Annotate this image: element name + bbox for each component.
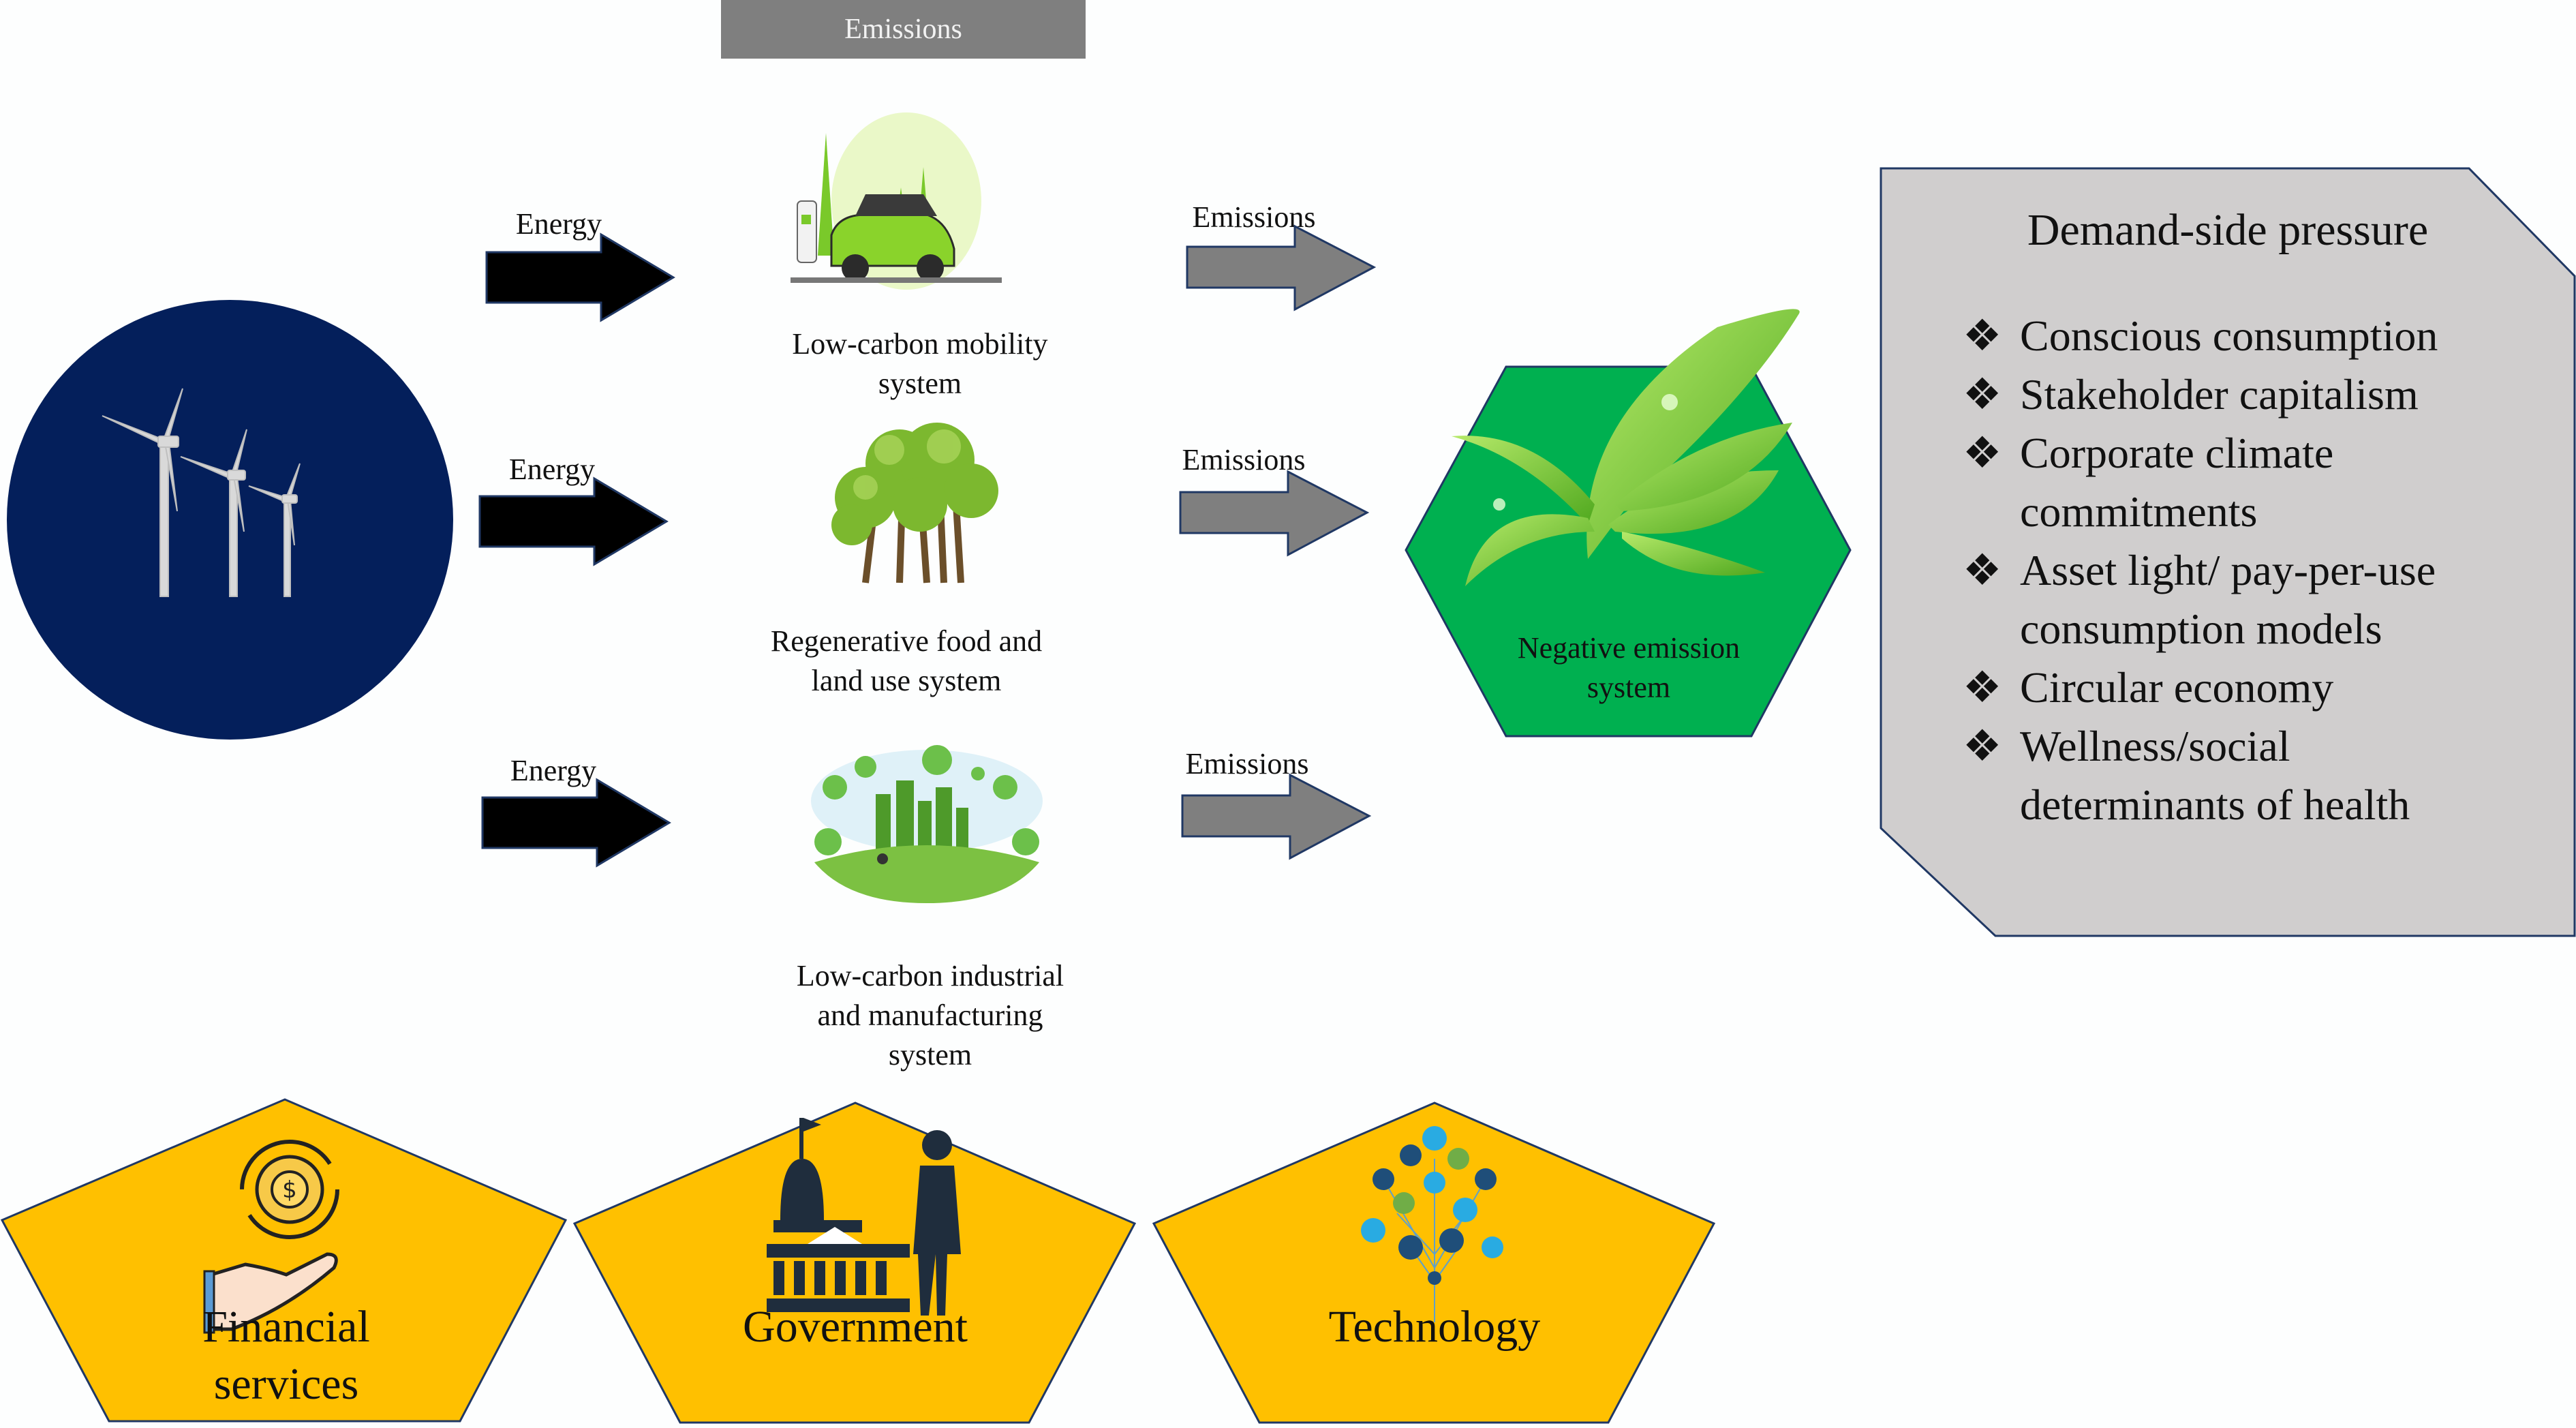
caption-line: Negative emission [1517, 631, 1741, 665]
system-caption-industrial: Low-carbon industrial and manufacturing … [743, 956, 1118, 1075]
energy-label-1: Energy [515, 207, 602, 241]
emissions-label-3: Emissions [1185, 747, 1309, 780]
caption-line: system [1586, 671, 1671, 704]
energy-label-2: Energy [508, 453, 596, 486]
demand-item: ❖ Circular economy [1963, 658, 2562, 717]
demand-item: ❖ Asset light/ pay-per-use consumption mod… [1963, 541, 2562, 658]
demand-item-line: Conscious consumption [2020, 312, 2438, 360]
caption-line: Low-carbon industrial [796, 959, 1064, 992]
demand-side-list: ❖ Conscious consumption ❖ Stakeholder capi… [1963, 307, 2562, 834]
renewable-energy-source [7, 300, 453, 740]
demand-item-line: Circular economy [2020, 663, 2334, 712]
electric-car-icon [791, 112, 1002, 290]
money-gear-hand-icon: $ [203, 1140, 339, 1334]
diamond-bullet-icon: ❖ [1963, 312, 2002, 360]
green-city-icon [811, 745, 1043, 903]
diamond-bullet-icon: ❖ [1963, 370, 2002, 419]
emission-arrow-2 [1179, 470, 1370, 557]
diamond-bullet-icon: ❖ [1963, 546, 2002, 594]
demand-item-line: Stakeholder capitalism [2020, 370, 2419, 419]
demand-item-line: commitments [2020, 487, 2258, 536]
energy-arrow-1 [485, 232, 675, 322]
svg-text:$: $ [282, 1176, 297, 1204]
demand-item-line: Corporate climate [2020, 429, 2334, 477]
negative-emission-caption: Negative emission system [1452, 628, 1806, 708]
caption-line: Low-carbon mobility [792, 327, 1048, 361]
technology-tree-icon [1361, 1126, 1503, 1322]
enabler-label-financial: Financial services [109, 1298, 463, 1413]
leaf-icon [1452, 309, 1800, 586]
caption-line: and manufacturing [817, 999, 1043, 1032]
demand-item-line: Wellness/social [2020, 722, 2290, 770]
energy-label-3: Energy [510, 754, 597, 787]
government-building-icon [767, 1118, 961, 1316]
demand-item-line: Asset light/ pay-per-use [2020, 546, 2436, 594]
caption-line: Regenerative food and [770, 624, 1043, 658]
diamond-bullet-icon: ❖ [1963, 722, 2002, 770]
diamond-bullet-icon: ❖ [1963, 429, 2002, 477]
energy-arrow-2 [478, 476, 669, 566]
system-caption-food-land: Regenerative food and land use system [722, 622, 1090, 701]
emissions-header-label: Emissions [844, 14, 962, 45]
trees-icon [831, 423, 998, 583]
emission-arrow-1 [1186, 224, 1377, 312]
demand-item-line: determinants of health [2020, 780, 2410, 829]
diamond-bullet-icon: ❖ [1963, 663, 2002, 712]
enabler-label-technology: Technology [1328, 1302, 1541, 1352]
emission-arrow-3 [1181, 773, 1372, 860]
demand-item: ❖ Wellness/social determinants of health [1963, 717, 2562, 834]
emissions-header-tab: Emissions [721, 0, 1086, 59]
demand-item: ❖ Corporate climate commitments [1963, 424, 2562, 541]
enabler-label-government: Government [743, 1302, 968, 1352]
enabler-pentagon-financial [0, 1098, 568, 1423]
demand-item: ❖ Stakeholder capitalism [1963, 365, 2562, 424]
enabler-label-line: services [213, 1359, 359, 1409]
caption-line: system [878, 367, 962, 400]
demand-side-title: Demand-side pressure [2027, 205, 2429, 255]
wind-turbines-icon [102, 388, 301, 597]
system-caption-mobility: Low-carbon mobility system [736, 324, 1104, 404]
energy-arrow-3 [481, 778, 671, 868]
emissions-label-2: Emissions [1182, 443, 1306, 476]
caption-line: system [888, 1038, 972, 1072]
demand-item-line: consumption models [2020, 605, 2382, 653]
enabler-pentagon-government [572, 1102, 1137, 1424]
caption-line: land use system [811, 664, 1002, 697]
demand-item: ❖ Conscious consumption [1963, 307, 2562, 365]
enabler-label-line: Financial [202, 1302, 370, 1352]
demand-side-pressure-box [1880, 167, 2576, 937]
